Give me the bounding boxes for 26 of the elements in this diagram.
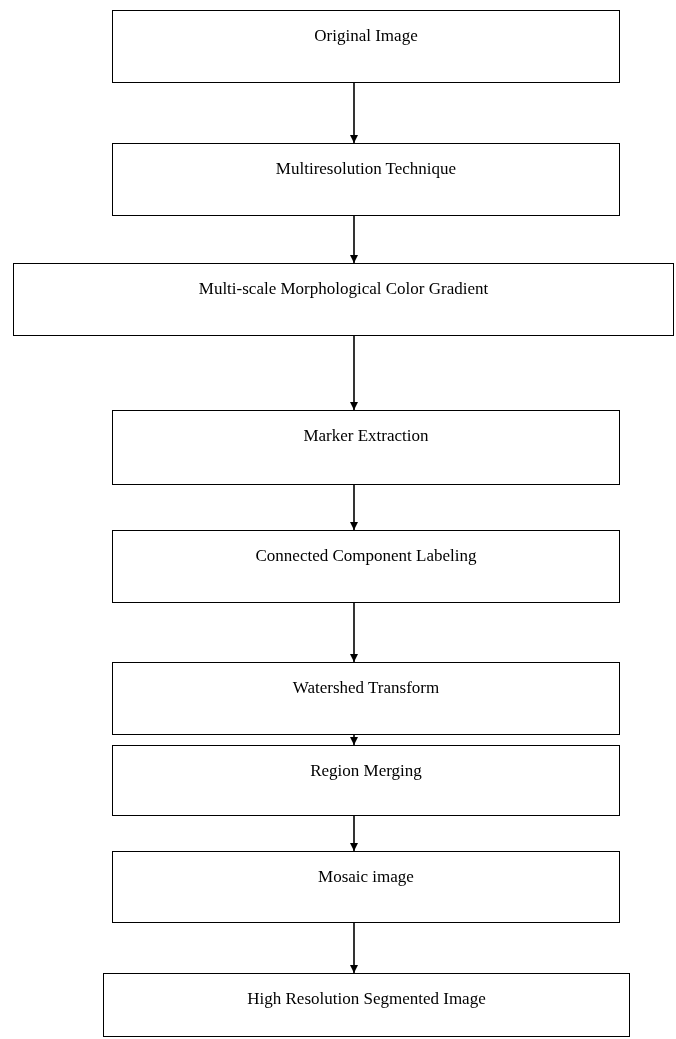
arrow (350, 484, 358, 531)
process-box (112, 410, 620, 485)
process-box (112, 851, 620, 923)
process-box (13, 263, 674, 336)
box-label: High Resolution Segmented Image (247, 988, 486, 1010)
box-label: Region Merging (310, 760, 422, 782)
arrow (350, 734, 358, 746)
arrow (350, 335, 358, 411)
process-box (103, 973, 630, 1037)
process-box (112, 530, 620, 603)
box-label: Multiresolution Technique (275, 158, 457, 180)
box-label: Mosaic image (318, 866, 414, 888)
box-label: Watershed Transform (292, 677, 440, 699)
box-label: Original Image (314, 25, 418, 47)
box-label: Connected Component Labeling (255, 545, 477, 567)
box-label: Multi-scale Morphological Color Gradient (198, 278, 489, 300)
process-box (112, 143, 620, 216)
arrow (350, 602, 358, 663)
arrow (350, 815, 358, 852)
arrow (350, 922, 358, 974)
box-label: Marker Extraction (303, 425, 429, 447)
process-box (112, 662, 620, 735)
process-box (112, 745, 620, 816)
process-box (112, 10, 620, 83)
arrow (350, 82, 358, 144)
arrow (350, 215, 358, 264)
